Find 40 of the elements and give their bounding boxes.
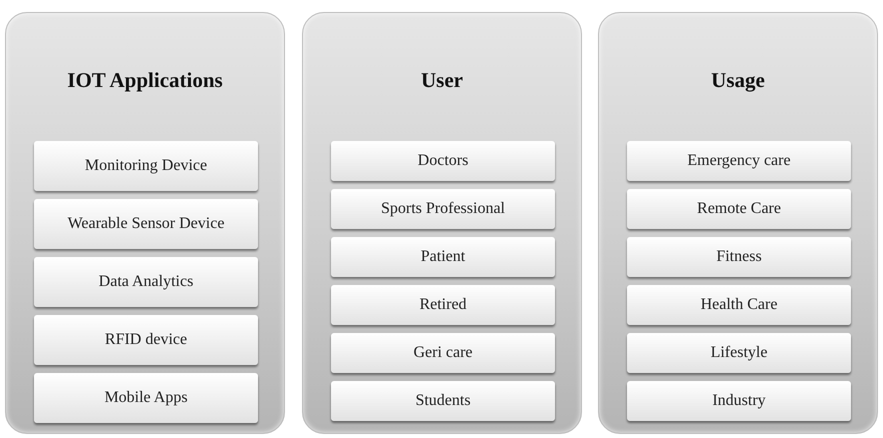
item-box (34, 373, 258, 423)
item-label: Data Analytics (98, 272, 194, 292)
item-box (331, 189, 555, 229)
item-label: Industry (712, 391, 766, 411)
item-label: Geri care (413, 343, 473, 363)
item-label: Health Care (700, 295, 778, 315)
item-box (627, 285, 851, 325)
item-box (331, 333, 555, 373)
item-box (34, 141, 258, 191)
item-box (627, 189, 851, 229)
item-box (627, 237, 851, 277)
item-label: Students (415, 391, 471, 411)
item-box (627, 333, 851, 373)
item-box (331, 285, 555, 325)
item-box (34, 257, 258, 307)
panel-heading: User (420, 67, 464, 94)
item-box (331, 141, 555, 181)
item-label: Doctors (418, 151, 468, 171)
item-label: Patient (420, 247, 466, 267)
item-label: Remote Care (697, 199, 781, 219)
panel-heading: IOT Applications (66, 67, 224, 94)
item-box (331, 381, 555, 421)
item-label: Wearable Sensor Device (68, 214, 224, 234)
item-label: Emergency care (687, 151, 791, 171)
category-panel (5, 12, 285, 434)
item-box (627, 141, 851, 181)
item-label: Fitness (716, 247, 762, 267)
item-box (627, 381, 851, 421)
item-label: Monitoring Device (84, 156, 208, 176)
item-box (34, 199, 258, 249)
category-panel (598, 12, 878, 434)
item-label: RFID device (104, 330, 188, 350)
item-box (331, 237, 555, 277)
item-box (34, 315, 258, 365)
panel-heading: Usage (710, 67, 766, 94)
item-label: Lifestyle (710, 343, 768, 363)
category-panel (302, 12, 582, 434)
item-label: Retired (419, 295, 467, 315)
item-label: Sports Professional (381, 199, 505, 219)
item-label: Mobile Apps (104, 388, 188, 408)
